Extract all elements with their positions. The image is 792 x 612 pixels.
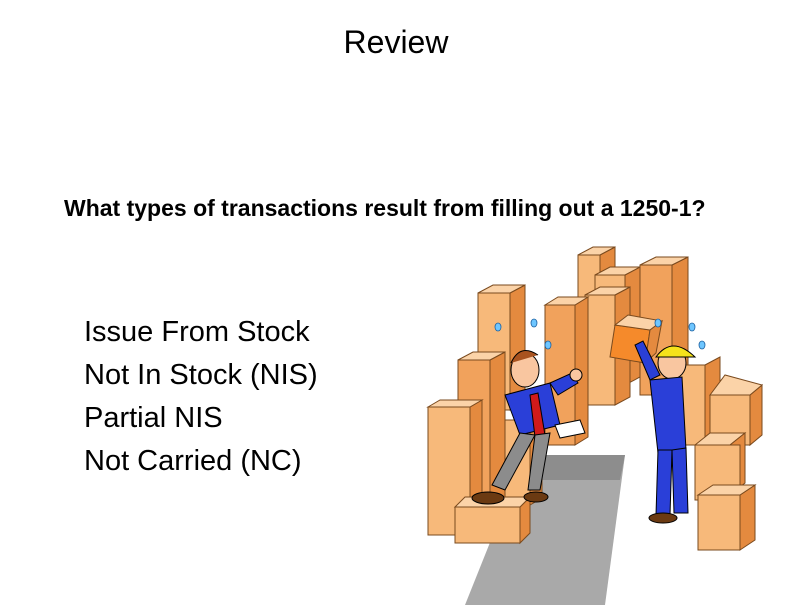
answer-item: Not In Stock (NIS) <box>84 359 318 391</box>
question-text: What types of transactions result from f… <box>64 195 706 221</box>
right-man-figure <box>634 340 697 524</box>
answer-item: Partial NIS <box>84 402 223 434</box>
answer-item: Not Carried (NC) <box>84 445 302 477</box>
floor-strip <box>465 455 625 605</box>
slide-title: Review <box>343 24 449 60</box>
warehouse-clipart-image <box>426 246 764 605</box>
answer-item: Issue From Stock <box>84 316 310 348</box>
answer-list: Issue From Stock Not In Stock (NIS) Part… <box>84 311 318 483</box>
left-man-figure <box>471 350 583 505</box>
